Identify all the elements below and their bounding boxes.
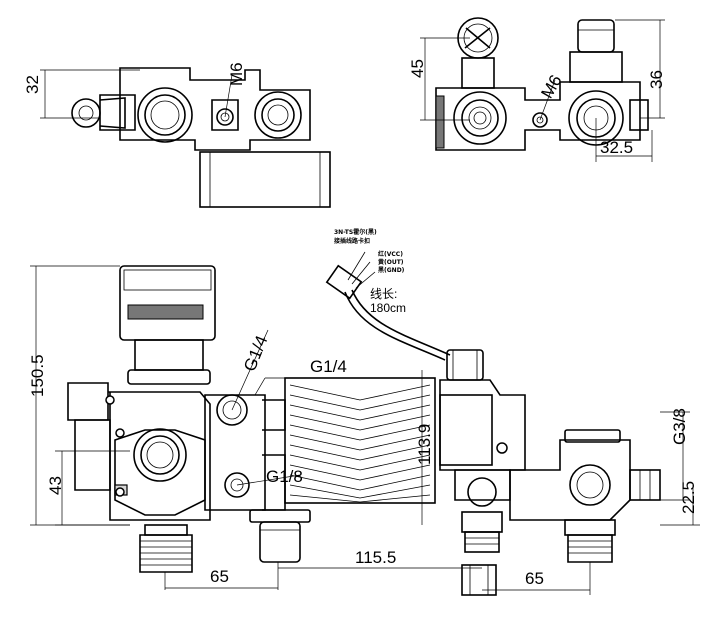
meter-window — [127, 304, 204, 320]
sensor-body — [439, 394, 493, 466]
dim-label-m6-left: M6 — [227, 62, 246, 86]
dim-label-g1-4-left: G1/4 — [240, 333, 271, 374]
cable-note-line2: 接插线路卡扣 — [333, 237, 370, 245]
right-outlet-port — [569, 464, 611, 506]
cable-note-line1: 3N-TS霍尔(黑) — [334, 228, 377, 236]
dim-label-m6-right: M6 — [537, 72, 565, 102]
dim-label-g3-8: G3/8 — [670, 408, 689, 445]
dim-label-32-5: 32.5 — [600, 138, 633, 157]
dim-label-45: 45 — [408, 59, 427, 78]
heat-exchanger — [284, 377, 436, 504]
dim-label-65-left: 65 — [210, 567, 229, 586]
sensor-connector — [446, 349, 484, 381]
top-left-port-left — [137, 87, 193, 143]
left-outlet-fitting — [139, 534, 193, 573]
sensor-cable — [344, 291, 446, 361]
dim-label-32: 32 — [23, 75, 42, 94]
dim-label-113-9: 113.9 — [415, 424, 434, 465]
top-left-view: 32 M6 — [23, 62, 331, 208]
top-left-base — [199, 151, 331, 208]
wire-red-label: 红(VCC) — [378, 250, 403, 258]
dim-label-65-right: 65 — [525, 569, 544, 588]
dim-label-150-5: 150.5 — [28, 354, 47, 397]
dim-label-36: 36 — [647, 70, 666, 89]
cable-connector — [325, 264, 363, 300]
top-right-view: 45 M6 36 32.5 — [408, 17, 666, 162]
top-left-port-right — [254, 91, 302, 139]
top-right-cap — [577, 19, 615, 53]
cable-length-value: 180cm — [370, 301, 406, 315]
dim-label-g1-4-right: G1/4 — [310, 357, 347, 376]
dim-label-115-5: 115.5 — [355, 548, 396, 567]
wire-yellow-label: 黄(OUT) — [378, 258, 404, 266]
left-inlet-port — [133, 428, 187, 482]
dim-label-43: 43 — [46, 476, 65, 495]
top-right-port-left — [453, 91, 507, 145]
meter-housing — [119, 265, 216, 341]
cable-length-label: 线长: — [370, 287, 397, 301]
middle-outlet-fitting — [259, 521, 301, 563]
bottom-sensor-plug — [461, 564, 497, 596]
dim-label-22-5: 22.5 — [679, 481, 698, 514]
main-front-view: 150.5 43 — [28, 251, 700, 596]
right-bottom-fitting — [567, 534, 613, 563]
wire-black-label: 黑(GND) — [378, 266, 405, 274]
